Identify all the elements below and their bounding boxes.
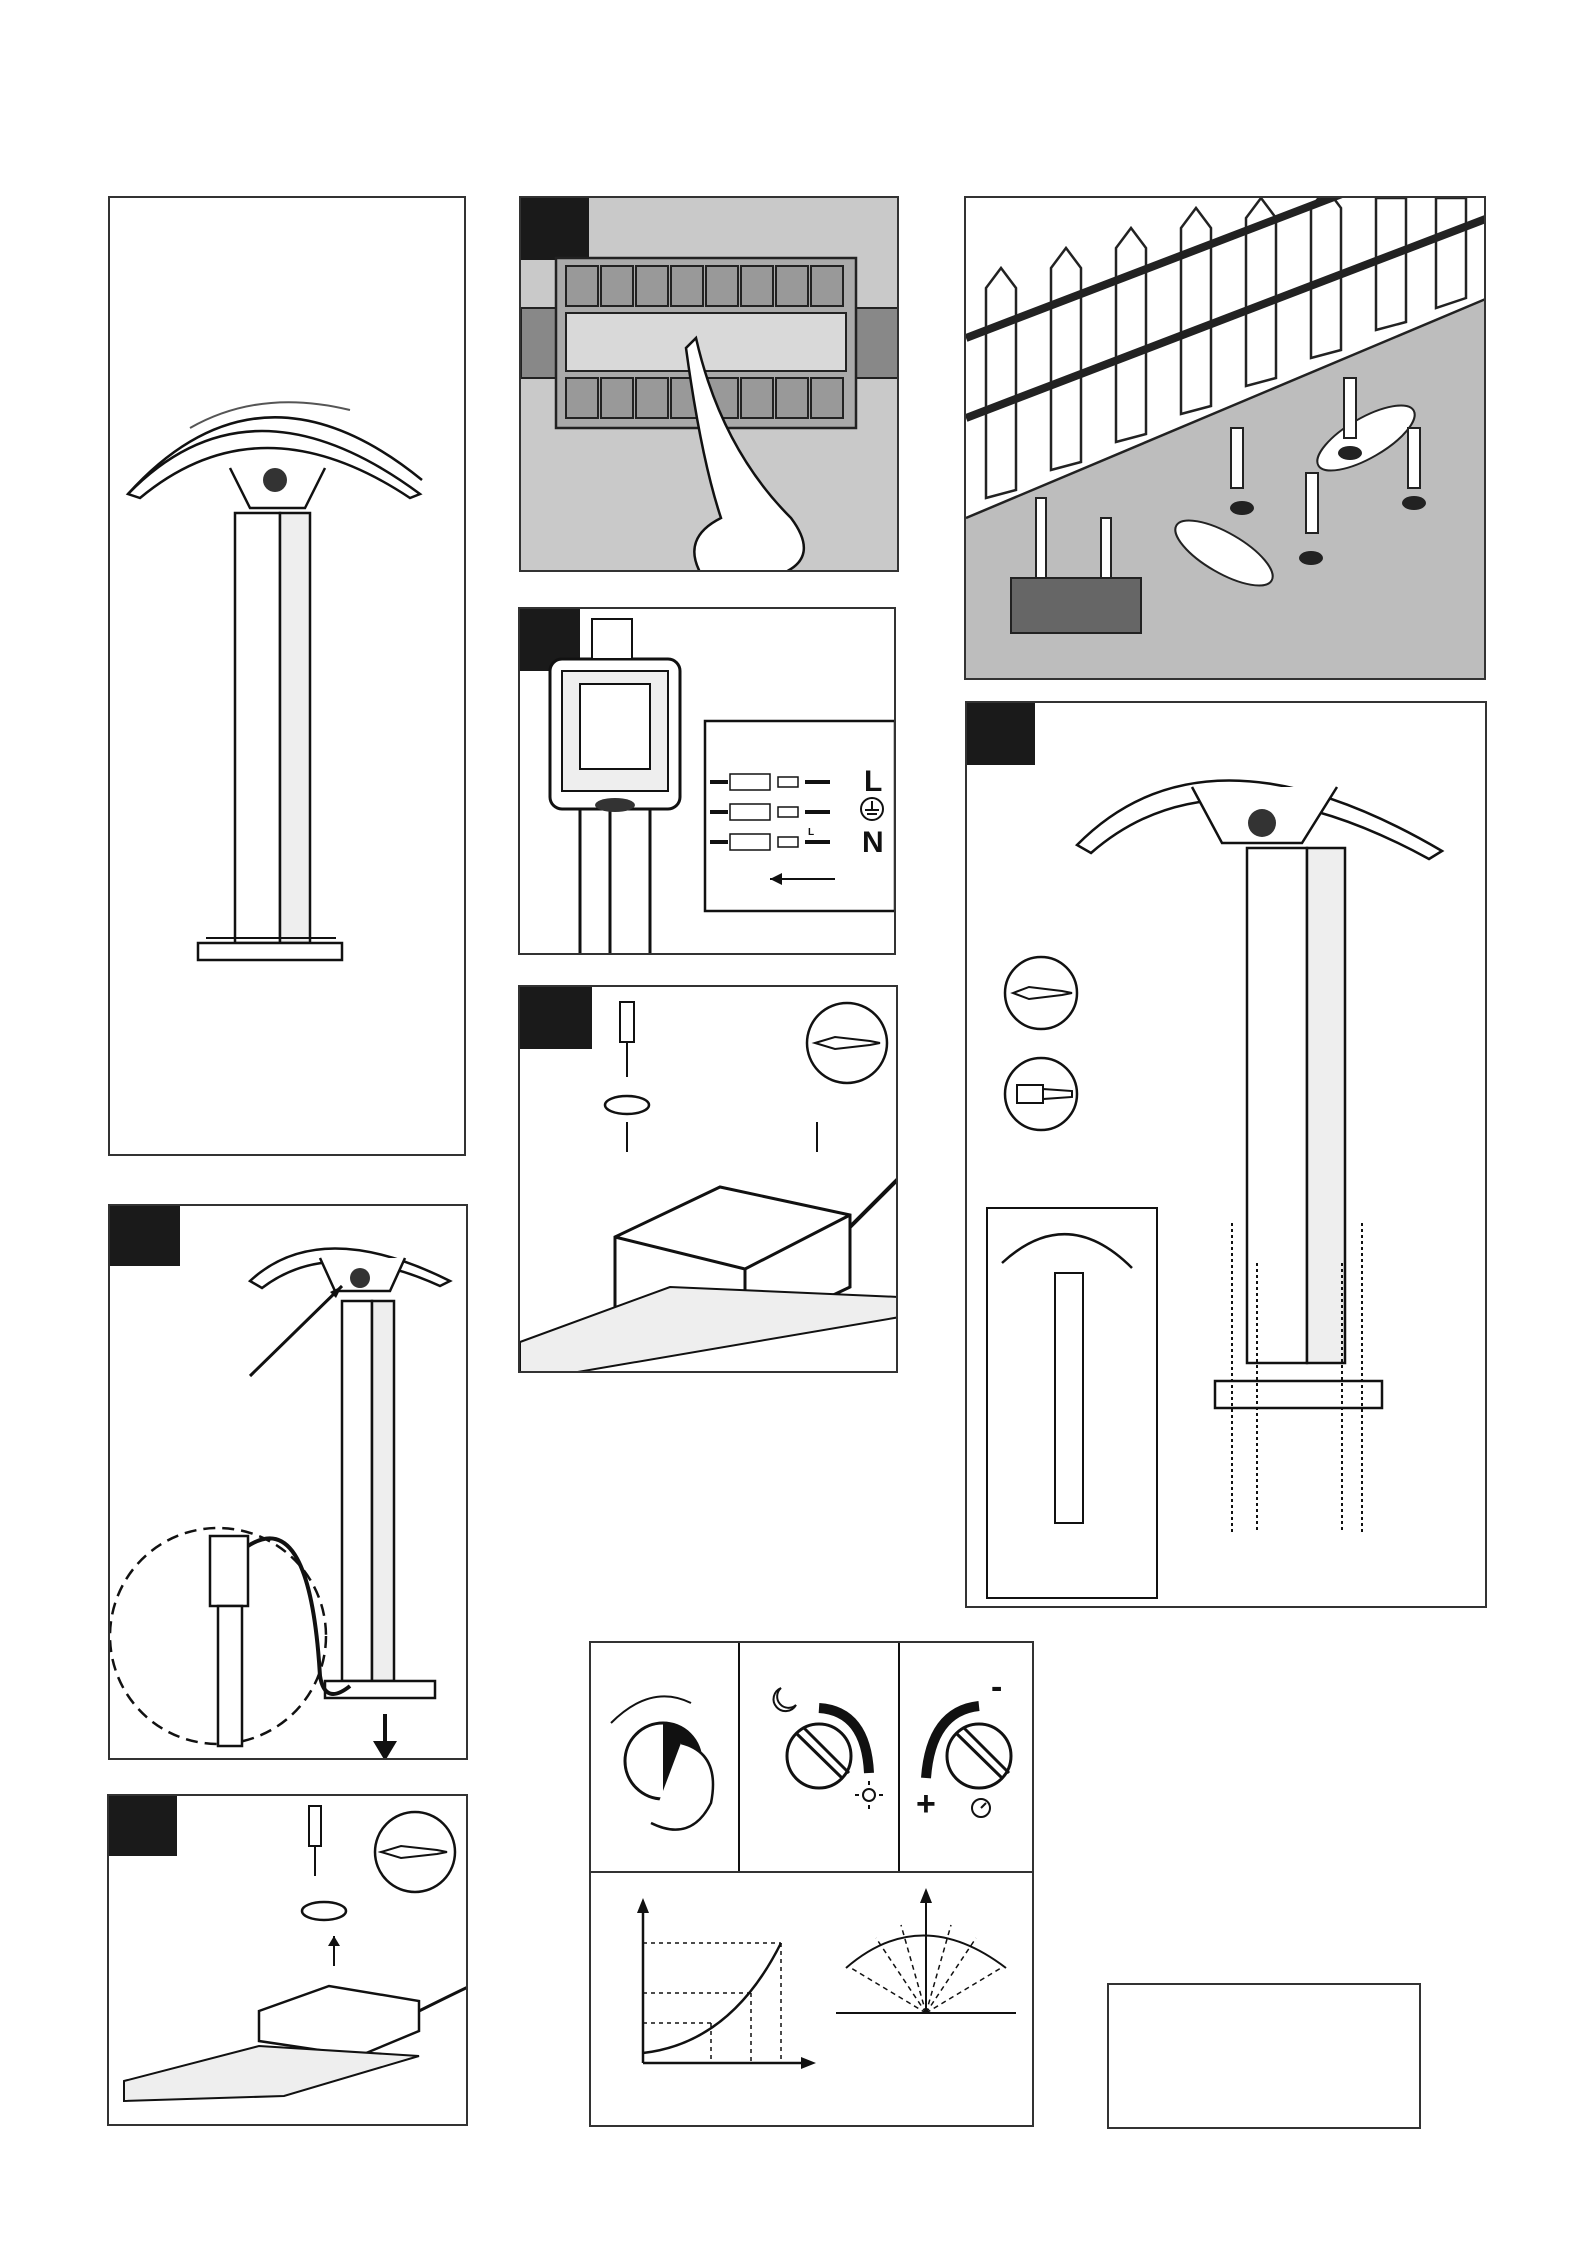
step-detach-housing	[108, 1204, 468, 1760]
rotate-dial-icon	[611, 1696, 713, 1829]
lamp-housing-icon	[110, 1206, 468, 1760]
sensor-controls: - +	[589, 1641, 1034, 1873]
sun-icon	[855, 1781, 883, 1809]
clock-icon	[972, 1799, 990, 1817]
small-line-label: L	[808, 827, 814, 838]
step-close-junction-box	[518, 985, 898, 1373]
blank-note-box	[1107, 1983, 1421, 2129]
step-wiring: L L N	[518, 607, 896, 955]
detection-angle-icon	[836, 1888, 1016, 2013]
line-label: L	[864, 765, 882, 798]
junction-box-icon: L L N	[520, 609, 896, 955]
time-plus-label: +	[916, 1785, 936, 1823]
time-minus-label: -	[991, 1668, 1002, 1706]
bollard-lamp-icon	[110, 198, 466, 1156]
fence-and-anchors-icon	[966, 198, 1486, 680]
sensitivity-curve-icon	[637, 1898, 816, 2069]
screwdriver-icon	[1005, 957, 1077, 1029]
step-ground-installation	[964, 196, 1486, 680]
wrench-icon	[1005, 1058, 1077, 1130]
neutral-label: N	[862, 826, 884, 859]
step-tighten-plate	[107, 1794, 468, 2126]
earth-ground-icon	[861, 798, 883, 820]
sensor-diagrams	[589, 1871, 1034, 2127]
step-terminal-push	[519, 196, 899, 572]
bollard-lamp-icon	[967, 703, 1487, 1608]
step-lamp-overview	[108, 196, 466, 1156]
step-mount-lamp	[965, 701, 1487, 1608]
moon-icon	[774, 1688, 796, 1711]
screwdriver-icon	[807, 1003, 887, 1083]
terminal-block-icon	[521, 198, 899, 572]
screwdriver-icon	[375, 1812, 455, 1892]
